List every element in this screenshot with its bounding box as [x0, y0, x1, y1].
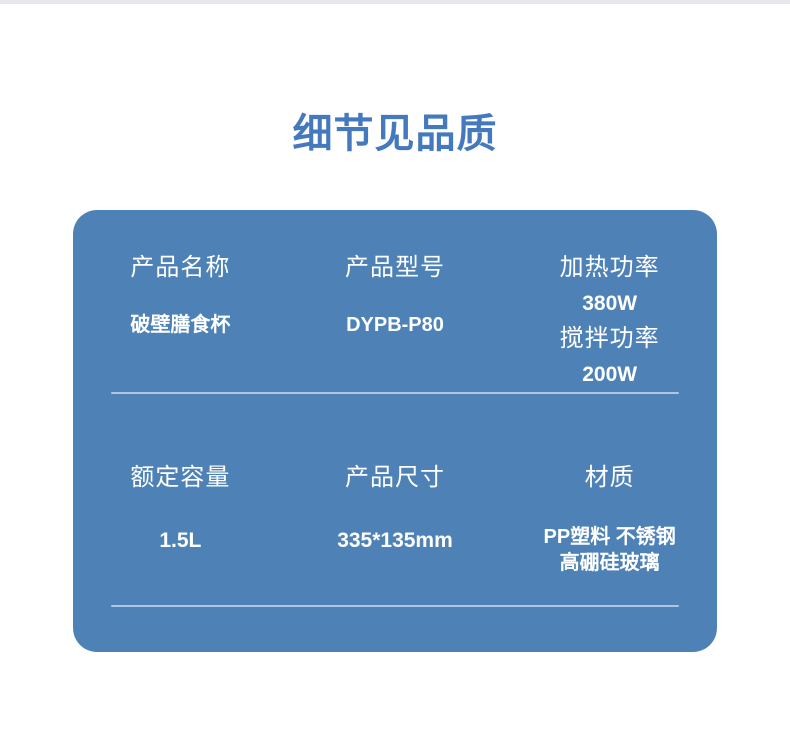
spec-value-material-line1: PP塑料 不锈钢 — [543, 526, 676, 548]
spec-cell-dimensions: 产品尺寸 335*135mm — [288, 462, 503, 605]
spec-value-model: DYPB-P80 — [346, 314, 444, 336]
row-divider-1 — [111, 392, 679, 394]
row-divider-2 — [111, 605, 679, 607]
spec-value-material-line2: 高硼硅玻璃 — [559, 552, 660, 574]
spec-label-capacity: 额定容量 — [130, 464, 231, 491]
spec-label-material: 材质 — [584, 464, 635, 491]
spec-cell-capacity: 额定容量 1.5L — [73, 462, 288, 605]
spec-value-stirring-power: 200W — [582, 363, 638, 386]
spec-cell-material: 材质 PP塑料 不锈钢 高硼硅玻璃 — [502, 462, 717, 605]
spec-label-stirring-power: 搅拌功率 — [559, 325, 660, 352]
spec-label-heating-power: 加热功率 — [559, 254, 660, 281]
spec-value-dimensions: 335*135mm — [337, 529, 453, 552]
top-divider-strip — [0, 0, 790, 4]
spec-row-1: 产品名称 破壁膳食杯 产品型号 DYPB-P80 加热功率 380W 搅拌功率 … — [73, 210, 717, 392]
spec-row-2: 额定容量 1.5L 产品尺寸 335*135mm 材质 PP塑料 不锈钢 高硼硅… — [73, 394, 717, 605]
section-title: 细节见品质 — [292, 112, 498, 156]
spec-value-material: PP塑料 不锈钢 高硼硅玻璃 — [502, 524, 717, 576]
spec-value-product-name: 破壁膳食杯 — [130, 314, 231, 336]
spec-value-capacity: 1.5L — [159, 529, 202, 552]
spec-card: 产品名称 破壁膳食杯 产品型号 DYPB-P80 加热功率 380W 搅拌功率 … — [73, 210, 717, 652]
spec-label-dimensions: 产品尺寸 — [344, 464, 445, 491]
spec-cell-power: 加热功率 380W 搅拌功率 200W — [502, 252, 717, 392]
spec-label-model: 产品型号 — [344, 254, 445, 281]
spec-label-product-name: 产品名称 — [130, 254, 231, 281]
spec-cell-product-name: 产品名称 破壁膳食杯 — [73, 252, 288, 392]
spec-value-heating-power: 380W — [582, 292, 638, 315]
spec-cell-model: 产品型号 DYPB-P80 — [288, 252, 503, 392]
